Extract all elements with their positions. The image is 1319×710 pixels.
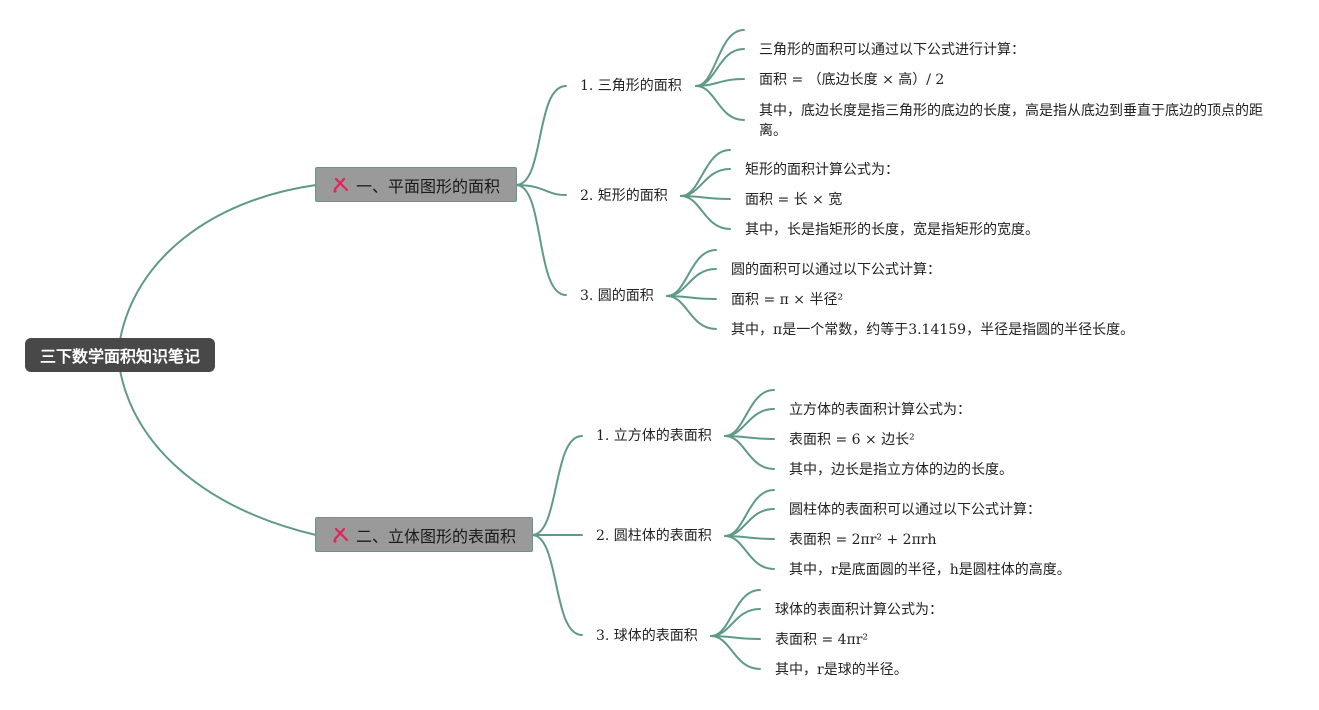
branch-title: 二、立体图形的表面积: [356, 526, 517, 546]
subtopic-cylinder-surface-area[interactable]: 2. 圆柱体的表面积: [596, 528, 712, 544]
subtopic-circle-area[interactable]: 3. 圆的面积: [580, 288, 654, 304]
note-text: 三角形的面积可以通过以下公式进行计算：: [759, 42, 1025, 58]
branch-planar-area[interactable]: 一、平面图形的面积: [315, 167, 517, 202]
note-text: 其中，r是底面圆的半径，h是圆柱体的高度。: [789, 562, 1071, 578]
note-formula: 面积 = π × 半径²: [731, 292, 844, 308]
note-text: 圆柱体的表面积可以通过以下公式计算：: [789, 502, 1041, 518]
note-text: 其中，π是一个常数，约等于3.14159，半径是指圆的半径长度。: [731, 322, 1135, 338]
root-topic[interactable]: 三下数学面积知识笔记: [25, 338, 215, 372]
note-formula: 表面积 = 2πr² + 2πrh: [789, 532, 937, 548]
note-formula: 表面积 = 4πr²: [775, 632, 869, 648]
note-text: 其中，底边长度是指三角形的底边的长度，高是指从底边到垂直于底边的顶点的距离。: [759, 103, 1263, 139]
note-formula: 表面积 = 6 × 边长²: [789, 432, 915, 448]
pencil-ruler-icon: [333, 177, 349, 193]
subtopic-sphere-surface-area[interactable]: 3. 球体的表面积: [596, 628, 698, 644]
subtopic-triangle-area[interactable]: 1. 三角形的面积: [580, 78, 682, 94]
subtopic-cube-surface-area[interactable]: 1. 立方体的表面积: [596, 428, 712, 444]
note-text: 其中，边长是指立方体的边的长度。: [789, 462, 1013, 478]
pencil-ruler-icon: [333, 527, 349, 543]
note-text: 矩形的面积计算公式为：: [745, 162, 899, 178]
note-text: 立方体的表面积计算公式为：: [789, 402, 971, 418]
note-text: 其中，r是球的半径。: [775, 662, 908, 678]
note-formula: 面积 = （底边长度 × 高）/ 2: [759, 72, 945, 88]
note-text: 圆的面积可以通过以下公式计算：: [731, 262, 941, 278]
branch-solid-surface-area[interactable]: 二、立体图形的表面积: [315, 517, 533, 552]
note-text: 其中，长是指矩形的长度，宽是指矩形的宽度。: [745, 222, 1039, 238]
branch-title: 一、平面图形的面积: [356, 176, 501, 196]
subtopic-rectangle-area[interactable]: 2. 矩形的面积: [580, 188, 668, 204]
note-formula: 面积 = 长 × 宽: [745, 192, 843, 208]
note-text: 球体的表面积计算公式为：: [775, 602, 943, 618]
root-title: 三下数学面积知识笔记: [39, 347, 200, 366]
